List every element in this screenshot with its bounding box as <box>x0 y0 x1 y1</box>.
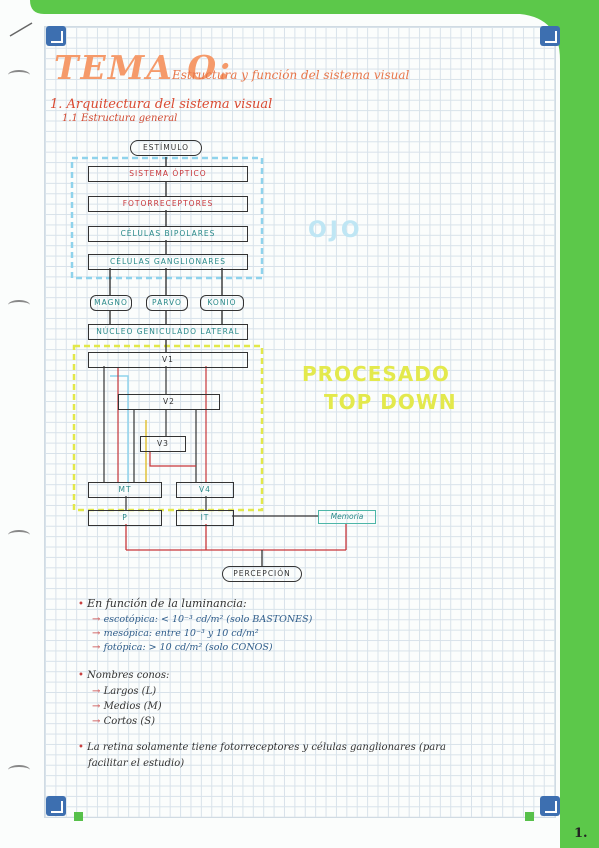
binder-ring <box>8 70 30 80</box>
cone-item: → Medios (M) <box>92 701 162 712</box>
v2-label: V2 <box>163 397 175 406</box>
memory-label: Memoria <box>330 512 364 521</box>
corner-marker-icon <box>46 26 66 46</box>
arrow-icon: → <box>92 686 104 697</box>
mt-label: MT <box>118 485 132 494</box>
v1-box: V1 <box>88 352 248 368</box>
luminance-item: → mesópica: entre 10⁻³ y 10 cd/m² <box>92 628 259 639</box>
cone-item: → Largos (L) <box>92 686 157 697</box>
luminance-heading-text: En función de la luminancia: <box>87 597 247 610</box>
v1-label: V1 <box>162 355 174 364</box>
corner-marker-icon <box>540 26 560 46</box>
v4-label: V4 <box>199 485 211 494</box>
green-square-icon <box>74 812 83 821</box>
page-subtitle: Estructura y función del sistema visual <box>172 68 410 82</box>
photoreceptors-box: FOTORRECEPTORES <box>88 196 248 212</box>
cones-heading-text: Nombres conos: <box>87 670 170 681</box>
retina-note-line2: facilitar el estudio) <box>88 758 185 769</box>
cones-heading: • Nombres conos: <box>78 670 169 681</box>
arrow-icon: → <box>92 716 104 727</box>
page-title: TEMA O: <box>54 48 233 87</box>
arrow-icon: → <box>92 701 104 712</box>
perception-node: PERCEPCIÓN <box>222 566 302 582</box>
bullet-icon: • <box>78 599 88 610</box>
konio-label: KONIO <box>207 298 237 307</box>
perception-label: PERCEPCIÓN <box>233 569 291 578</box>
eye-label: OJO <box>308 218 363 243</box>
memory-box: Memoria <box>318 510 376 524</box>
stimulus-label: ESTÍMULO <box>142 143 190 152</box>
parvo-node: PARVO <box>146 295 188 311</box>
binder-ring <box>8 300 30 310</box>
ganglion-cells-label: CÉLULAS GANGLIONARES <box>109 257 226 266</box>
ganglion-cells-box: CÉLULAS GANGLIONARES <box>88 254 248 270</box>
stimulus-node: ESTÍMULO <box>130 140 202 156</box>
section-heading: 1. Arquitectura del sistema visual <box>50 97 273 112</box>
bipolar-cells-box: CÉLULAS BIPOLARES <box>88 226 248 242</box>
section-subheading: 1.1 Estructura general <box>62 113 178 124</box>
binder-ring <box>8 530 30 540</box>
bullet-icon: • <box>78 670 88 681</box>
bipolar-cells-label: CÉLULAS BIPOLARES <box>120 229 216 238</box>
parvo-label: PARVO <box>152 298 182 307</box>
mt-box: MT <box>88 482 162 498</box>
lgn-label: NÚCLEO GENICULADO LATERAL <box>96 327 240 336</box>
luminance-heading: • En función de la luminancia: <box>78 597 247 610</box>
grid-paper <box>44 26 556 818</box>
arrow-icon: → <box>92 642 104 653</box>
bullet-icon: • <box>78 742 88 753</box>
v4-box: V4 <box>176 482 234 498</box>
p-label: P <box>122 513 128 522</box>
p-box: P <box>88 510 162 526</box>
corner-marker-icon <box>46 796 66 816</box>
magno-node: MAGNO <box>90 295 132 311</box>
processing-label-line1: PROCESADO <box>302 362 450 386</box>
pen-stroke <box>9 22 33 37</box>
photoreceptors-label: FOTORRECEPTORES <box>122 199 214 208</box>
magno-label: MAGNO <box>94 298 128 307</box>
retina-note-line1: • La retina solamente tiene fotorrecepto… <box>78 742 446 753</box>
konio-node: KONIO <box>200 295 244 311</box>
processing-label-line2: TOP DOWN <box>324 390 457 414</box>
it-box: IT <box>176 510 234 526</box>
luminance-item: → escotópica: < 10⁻³ cd/m² (solo BASTONE… <box>92 614 313 625</box>
optic-system-label: SISTEMA ÓPTICO <box>129 169 207 178</box>
optic-system-box: SISTEMA ÓPTICO <box>88 166 248 182</box>
v2-box: V2 <box>118 394 220 410</box>
page-number: 1. <box>574 826 588 841</box>
v3-label: V3 <box>157 439 169 448</box>
cone-item: → Cortos (S) <box>92 716 156 727</box>
green-square-icon <box>525 812 534 821</box>
arrow-icon: → <box>92 628 104 639</box>
corner-marker-icon <box>540 796 560 816</box>
binder-ring <box>8 765 30 775</box>
v3-box: V3 <box>140 436 186 452</box>
arrow-icon: → <box>92 614 104 625</box>
it-label: IT <box>200 513 210 522</box>
lgn-box: NÚCLEO GENICULADO LATERAL <box>88 324 248 340</box>
luminance-item: → fotópica: > 10 cd/m² (solo CONOS) <box>92 642 273 653</box>
